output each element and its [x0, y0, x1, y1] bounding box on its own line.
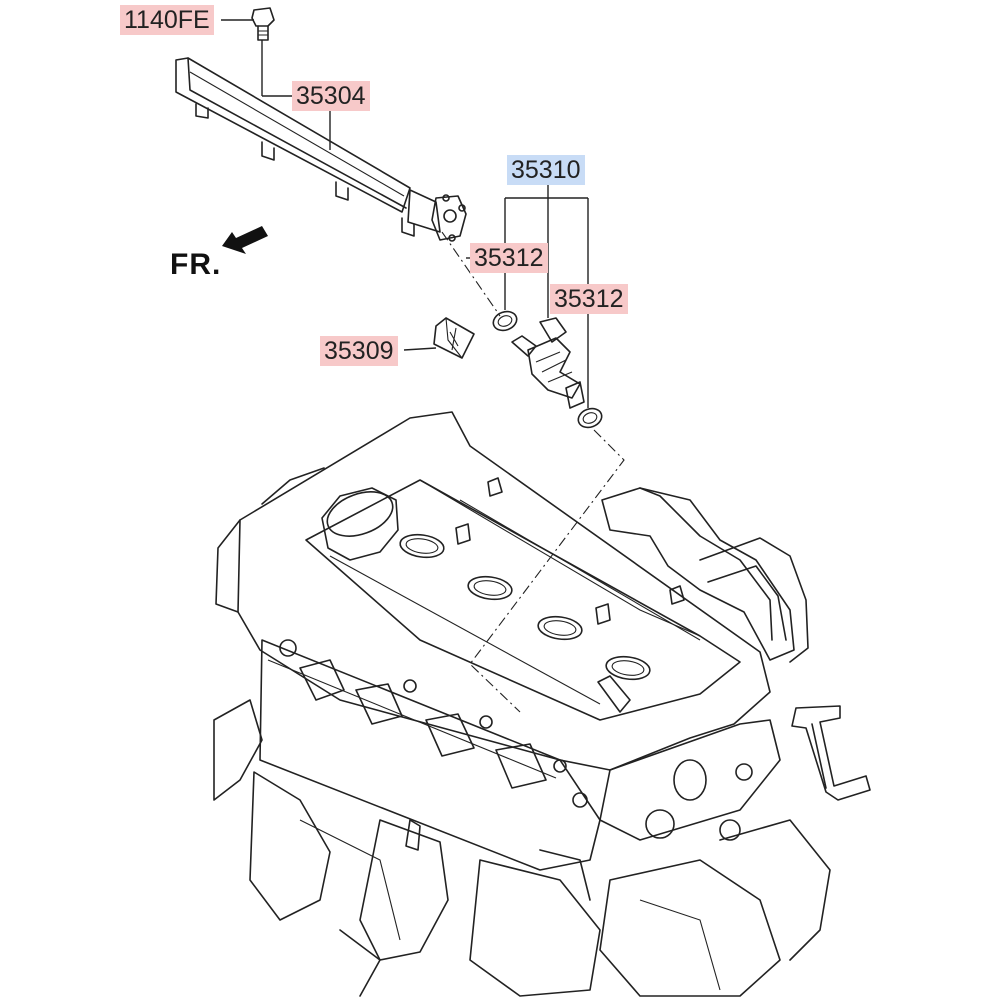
part-label-1140fe[interactable]: 1140FE	[120, 5, 214, 35]
front-direction-label: FR.	[170, 248, 222, 281]
fuel-rail-drawing[interactable]	[175, 57, 467, 242]
bolt-drawing[interactable]	[251, 7, 275, 41]
o-ring-lower-drawing[interactable]	[576, 405, 605, 430]
front-arrow-icon	[222, 226, 268, 254]
part-label-35312-lower[interactable]: 35312	[550, 284, 628, 314]
clip-drawing[interactable]	[433, 317, 475, 359]
part-label-35304[interactable]: 35304	[292, 81, 370, 111]
part-label-35310[interactable]: 35310	[507, 155, 585, 185]
part-label-35312-upper[interactable]: 35312	[470, 243, 548, 273]
o-ring-upper-drawing[interactable]	[491, 308, 520, 333]
engine-assembly-drawing	[213, 411, 871, 997]
part-label-35309[interactable]: 35309	[320, 336, 398, 366]
injector-drawing[interactable]	[511, 317, 585, 409]
